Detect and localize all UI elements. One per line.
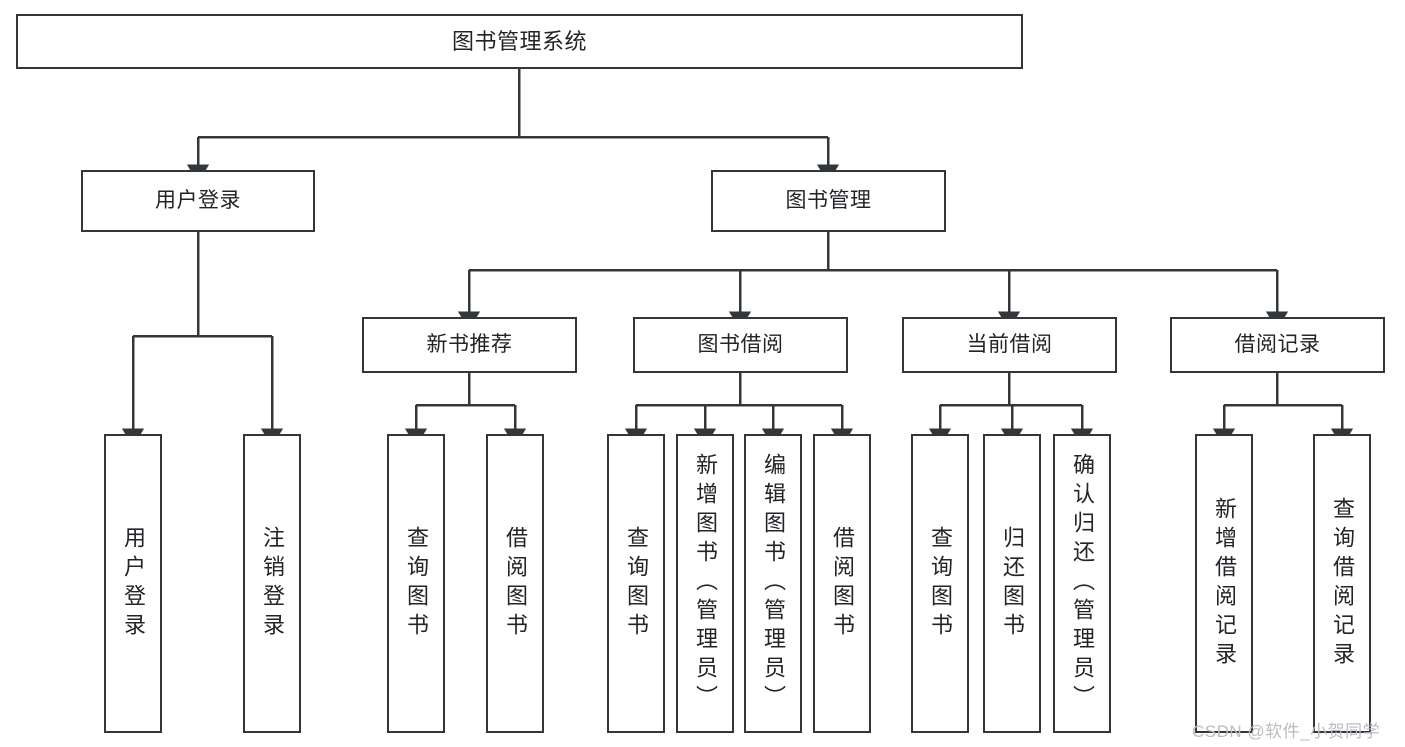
csdn-watermark: CSDN @软件_小贺同学 bbox=[1192, 722, 1381, 741]
leaf-user-login-label: 用户登录 bbox=[121, 525, 146, 642]
node-borrow-record[interactable]: 借阅记录 bbox=[1170, 317, 1385, 373]
node-book-manage[interactable]: 图书管理 bbox=[711, 170, 946, 232]
leaf-query-book-2[interactable]: 查询图书 bbox=[607, 434, 665, 733]
node-book-manage-label: 图书管理 bbox=[785, 188, 872, 212]
leaf-query-book-1[interactable]: 查询图书 bbox=[387, 434, 445, 733]
leaf-user-logout[interactable]: 注销登录 bbox=[243, 434, 301, 733]
leaf-return-book-label: 归还图书 bbox=[1000, 525, 1025, 642]
leaf-query-borrow-record-label: 查询借阅记录 bbox=[1330, 496, 1355, 671]
node-root[interactable]: 图书管理系统 bbox=[16, 14, 1023, 69]
node-root-label: 图书管理系统 bbox=[451, 28, 587, 54]
leaf-query-book-2-label: 查询图书 bbox=[624, 525, 649, 642]
leaf-query-book-3-label: 查询图书 bbox=[928, 525, 953, 642]
node-user-login-label: 用户登录 bbox=[155, 188, 241, 212]
leaf-query-borrow-record[interactable]: 查询借阅记录 bbox=[1313, 434, 1371, 733]
node-new-book-recommend-label: 新书推荐 bbox=[426, 332, 513, 356]
node-new-book-recommend[interactable]: 新书推荐 bbox=[362, 317, 577, 373]
edges-generated bbox=[121, 69, 1354, 447]
leaf-borrow-book-1-label: 借阅图书 bbox=[503, 525, 528, 642]
leaf-borrow-book-1[interactable]: 借阅图书 bbox=[486, 434, 544, 733]
leaf-borrow-book-2[interactable]: 借阅图书 bbox=[813, 434, 871, 733]
leaf-return-book[interactable]: 归还图书 bbox=[983, 434, 1041, 733]
node-borrow-record-label: 借阅记录 bbox=[1234, 332, 1321, 356]
leaf-confirm-return-admin[interactable]: 确认归还（管理员） bbox=[1053, 434, 1111, 733]
leaf-query-book-1-label: 查询图书 bbox=[404, 525, 429, 642]
leaf-user-login[interactable]: 用户登录 bbox=[104, 434, 162, 733]
leaf-add-book-admin-label: 新增图书（管理员） bbox=[693, 453, 718, 714]
node-book-borrow-label: 图书借阅 bbox=[697, 332, 784, 356]
node-current-borrow-label: 当前借阅 bbox=[966, 332, 1053, 356]
leaf-borrow-book-2-label: 借阅图书 bbox=[830, 525, 855, 642]
leaf-user-logout-label: 注销登录 bbox=[260, 525, 285, 642]
leaf-confirm-return-admin-label: 确认归还（管理员） bbox=[1070, 453, 1095, 714]
node-current-borrow[interactable]: 当前借阅 bbox=[902, 317, 1117, 373]
leaf-add-book-admin[interactable]: 新增图书（管理员） bbox=[676, 434, 734, 733]
leaf-add-borrow-record[interactable]: 新增借阅记录 bbox=[1195, 434, 1253, 733]
leaf-query-book-3[interactable]: 查询图书 bbox=[911, 434, 969, 733]
node-user-login[interactable]: 用户登录 bbox=[81, 170, 315, 232]
leaf-edit-book-admin-label: 编辑图书（管理员） bbox=[761, 453, 786, 714]
leaf-add-borrow-record-label: 新增借阅记录 bbox=[1212, 496, 1237, 671]
node-book-borrow[interactable]: 图书借阅 bbox=[633, 317, 848, 373]
leaf-edit-book-admin[interactable]: 编辑图书（管理员） bbox=[744, 434, 802, 733]
